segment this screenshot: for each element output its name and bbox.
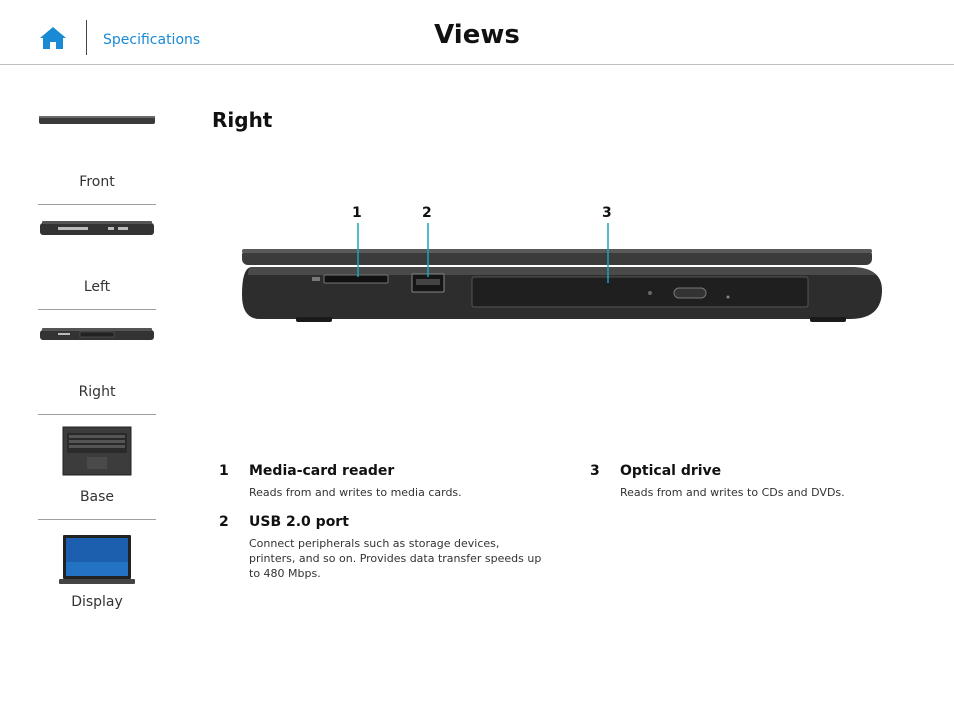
sidebar-item-label: Right xyxy=(78,384,116,400)
sidebar-item-right[interactable]: Right xyxy=(38,310,156,415)
legend-number: 3 xyxy=(590,463,600,479)
sidebar-item-label: Base xyxy=(79,489,115,505)
views-sidebar: Front Left Right xyxy=(38,100,156,624)
sidebar-item-base[interactable]: Base xyxy=(38,415,156,520)
header: Specifications Views xyxy=(0,0,954,65)
legend-item: 1 Media-card reader Reads from and write… xyxy=(219,463,549,500)
laptop-base-thumbnail xyxy=(62,426,132,476)
legend-name: USB 2.0 port xyxy=(249,514,349,530)
legend-name: Media-card reader xyxy=(249,463,395,479)
legend-column-right: 3 Optical drive Reads from and writes to… xyxy=(590,463,910,514)
sidebar-item-front[interactable]: Front xyxy=(38,100,156,205)
specifications-link[interactable]: Specifications xyxy=(103,32,201,48)
laptop-display-thumbnail xyxy=(59,535,135,584)
sidebar-item-label: Left xyxy=(83,279,111,295)
legend-column-left: 1 Media-card reader Reads from and write… xyxy=(219,463,549,595)
section-title: Right xyxy=(212,108,273,132)
header-divider xyxy=(86,20,87,55)
laptop-right-side-illustration xyxy=(242,223,882,322)
home-icon xyxy=(40,27,66,49)
callout-number-1: 1 xyxy=(352,205,362,221)
legend-name: Optical drive xyxy=(620,463,722,479)
sidebar-item-left[interactable]: Left xyxy=(38,205,156,310)
callout-number-2: 2 xyxy=(422,205,432,221)
legend-item: 3 Optical drive Reads from and writes to… xyxy=(590,463,910,500)
sidebar-item-label: Front xyxy=(79,174,115,190)
sidebar-item-display[interactable]: Display xyxy=(38,520,156,624)
laptop-right-thumbnail xyxy=(40,328,154,340)
legend-item: 2 USB 2.0 port Connect peripherals such … xyxy=(219,514,549,581)
legend-description: Connect peripherals such as storage devi… xyxy=(249,537,542,580)
sidebar-item-label: Display xyxy=(71,594,123,610)
callout-number-3: 3 xyxy=(602,205,612,221)
legend-number: 1 xyxy=(219,463,229,479)
legend-description: Reads from and writes to media cards. xyxy=(249,486,462,499)
legend-description: Reads from and writes to CDs and DVDs. xyxy=(620,486,845,499)
home-button[interactable] xyxy=(38,25,68,51)
legend-number: 2 xyxy=(219,514,229,530)
page-title: Views xyxy=(434,20,520,50)
laptop-front-thumbnail xyxy=(39,116,155,124)
laptop-left-thumbnail xyxy=(40,221,154,235)
